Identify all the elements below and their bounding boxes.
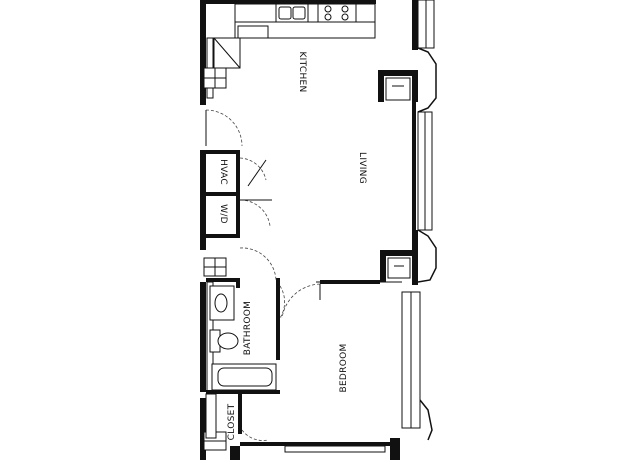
kitchen-sink (275, 3, 309, 23)
living-label: LIVING (357, 152, 367, 184)
hvac-label: HVAC (218, 159, 228, 185)
south-west-corner (205, 393, 240, 460)
kitchen-range (317, 3, 357, 23)
toilet (209, 329, 239, 353)
bathroom-label: BATHROOM (243, 301, 253, 355)
closet-label: CLOSET (227, 403, 237, 440)
door-swings (205, 109, 321, 441)
bedroom-label: BEDROOM (339, 343, 349, 392)
kitchen-label: KITCHEN (297, 51, 307, 92)
interior-walls (206, 150, 402, 460)
bathtub (211, 363, 277, 391)
east-wall (401, 0, 437, 441)
west-window-lower (203, 257, 227, 277)
pier-upper (378, 70, 418, 102)
west-window-upper (203, 67, 227, 89)
kitchen-fridge (213, 37, 241, 69)
wd-label: W/D (218, 204, 228, 224)
bathroom-vanity (209, 285, 235, 321)
pier-lower (380, 250, 418, 282)
